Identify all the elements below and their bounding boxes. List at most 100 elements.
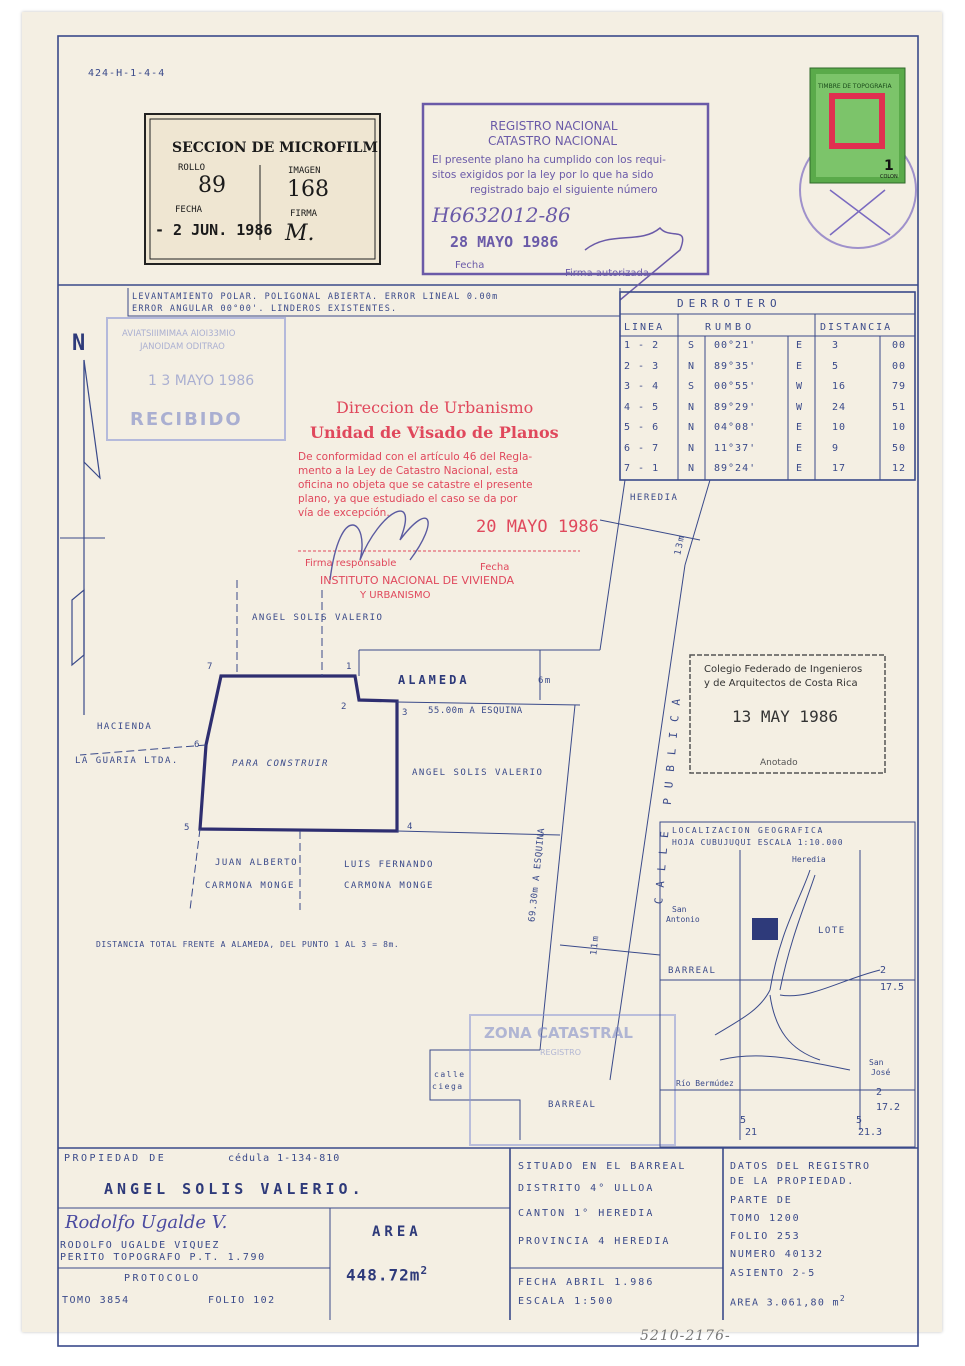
rollo-value: 89	[198, 173, 226, 198]
loc-n172: 17.2	[876, 1102, 901, 1113]
derrotero-cell: N	[688, 442, 696, 454]
point-1: 1	[346, 662, 353, 672]
survey-line1: LEVANTAMIENTO POLAR. POLIGONAL ABIERTA. …	[132, 292, 498, 302]
loc-barreal: BARREAL	[668, 966, 717, 976]
situado-escala: ESCALA 1:500	[518, 1296, 615, 1307]
perito-name: RODOLFO UGALDE VIQUEZ	[60, 1240, 221, 1251]
juan-label: JUAN ALBERTO	[215, 858, 299, 868]
protocolo-label: PROTOCOLO	[124, 1273, 201, 1284]
point-4: 4	[407, 822, 414, 832]
reg-line5: registrado bajo el siguiente número	[470, 184, 658, 196]
urb-line1: Direccion de Urbanismo	[336, 398, 533, 417]
zona-catastral-stamp: ZONA CATASTRAL REGISTRO	[469, 1014, 676, 1146]
urb-date: 20 MAYO 1986	[476, 517, 599, 537]
derrotero-cell: 5	[832, 360, 840, 372]
area-value: 448.72	[346, 1265, 410, 1285]
colegio-date: 13 MAY 1986	[732, 707, 838, 726]
derrotero-cell: E	[796, 442, 804, 454]
colegio-line2: y de Arquitectos de Costa Rica	[704, 678, 858, 689]
registro-nacional-stamp: REGISTRO NACIONAL CATASTRO NACIONAL El p…	[421, 102, 710, 301]
luis-surname-label: CARMONA MONGE	[344, 881, 434, 891]
derrotero-cell: 17	[832, 463, 847, 474]
derrotero-cell: 79	[892, 381, 907, 392]
reg-datos-asiento: ASIENTO 2-5	[730, 1268, 817, 1279]
derrotero-cell: 24	[832, 401, 847, 413]
derrotero-cell: 4 - 5	[624, 401, 660, 413]
urb-line4: mento a la Ley de Catastro Nacional, est…	[298, 465, 518, 477]
reg-line2: CATASTRO NACIONAL	[488, 134, 617, 148]
north-label: N	[72, 331, 85, 356]
derrotero-cell: 1 - 2	[624, 340, 660, 351]
reg-datos-area: AREA 3.061,80 m	[730, 1297, 840, 1309]
area-value-group: 448.72m2	[346, 1264, 428, 1284]
derrotero-cell: S	[688, 381, 696, 392]
derrotero-cell: 2 - 3	[624, 360, 660, 372]
urb-line5: oficina no objeta que se catastre el pre…	[298, 479, 533, 491]
alameda-label: ALAMEDA	[398, 673, 470, 687]
loc-san-jose2: José	[871, 1068, 891, 1077]
lot-polygon	[198, 674, 399, 833]
derrotero-cell: 50	[892, 442, 907, 454]
derrotero-cell: N	[688, 463, 696, 474]
derrotero-cell: S	[688, 340, 696, 351]
derrotero-cell: N	[688, 422, 696, 433]
header-linea: LINEA	[624, 322, 664, 333]
loc-subtitle: HOJA CUBUJUQUI ESCALA 1:10.000	[672, 838, 844, 847]
derrotero-cell: W	[796, 401, 804, 413]
derrotero-cell: 11°37'	[714, 442, 757, 454]
esquina55-label: 55.00m A ESQUINA	[428, 706, 523, 716]
fiscal-top: TIMBRE DE TOPOGRAFIA	[817, 83, 893, 90]
derrotero-cell: W	[796, 381, 804, 392]
urb-line6: plano, ya que estudiado el caso se da po…	[298, 493, 518, 505]
rollo-label: ROLLO	[178, 163, 205, 173]
situado-line2: DISTRITO 4° ULLOA	[518, 1183, 655, 1194]
d6-label: 6m	[538, 676, 552, 686]
derrotero-title: DERROTERO	[677, 297, 782, 310]
perito-title: PERITO TOPOGRAFO P.T. 1.790	[60, 1252, 266, 1263]
lot-drawing	[79, 479, 711, 1140]
heredia-label: HEREDIA	[630, 493, 679, 503]
derrotero-cell: 7 - 1	[624, 463, 660, 474]
area-label: AREA	[372, 1224, 422, 1240]
reg-number: H6632012-86	[431, 203, 571, 227]
loc-n21: 21	[745, 1127, 758, 1138]
situado-line4: PROVINCIA 4 HEREDIA	[518, 1236, 671, 1247]
distancia-note: DISTANCIA TOTAL FRENTE A ALAMEDA, DEL PU…	[96, 940, 400, 949]
point-7: 7	[207, 662, 214, 672]
ciega-label: ciega	[432, 1082, 464, 1091]
surveyor-signature: Rodolfo Ugalde V.	[65, 1212, 228, 1233]
derrotero-cell: E	[796, 360, 804, 372]
loc-n5b: 5	[856, 1115, 864, 1126]
reg-datos-line1: DATOS DEL REGISTRO	[730, 1161, 871, 1172]
derrotero-cell: N	[688, 360, 696, 372]
luis-label: LUIS FERNANDO	[344, 860, 434, 870]
firma-label: FIRMA	[290, 209, 318, 219]
microfilm-title: SECCION DE MICROFILM	[172, 140, 378, 156]
calle-label: calle	[434, 1070, 466, 1079]
reg-datos-tomo: TOMO 1200	[730, 1213, 801, 1224]
urb-line3: De conformidad con el artículo 46 del Re…	[298, 451, 532, 463]
recibido-line2: JANOIDAM ODITRAO	[139, 342, 225, 352]
derrotero-cell: 10	[892, 422, 907, 433]
point-3: 3	[402, 708, 409, 718]
hacienda-label: HACIENDA	[97, 722, 153, 732]
loc-n175: 17.5	[880, 982, 905, 993]
urb-fecha: Fecha	[480, 562, 509, 573]
loc-heredia: Heredia	[792, 855, 826, 864]
imagen-label: IMAGEN	[288, 166, 321, 176]
situado-line1: SITUADO EN EL BARREAL	[518, 1161, 687, 1172]
urb-line8: INSTITUTO NACIONAL DE VIVIENDA	[320, 574, 514, 587]
recibido-date: 1 3 MAYO 1986	[148, 373, 254, 389]
derrotero-cell: 89°29'	[714, 401, 757, 413]
protocolo-tomo: TOMO 3854	[62, 1295, 130, 1306]
north-arrow: N	[60, 331, 105, 715]
hacienda-name-label: LA GUARIA LTDA.	[75, 756, 179, 766]
loc-san-jose1: San	[869, 1058, 884, 1067]
zona-line1: ZONA CATASTRAL	[484, 1024, 633, 1042]
owner-name: ANGEL SOLIS VALERIO.	[104, 1180, 365, 1198]
point-5: 5	[184, 823, 191, 833]
derrotero-cell: 5 - 6	[624, 422, 660, 433]
urb-line9: Y URBANISMO	[359, 590, 431, 601]
outer-frame	[57, 35, 919, 1347]
